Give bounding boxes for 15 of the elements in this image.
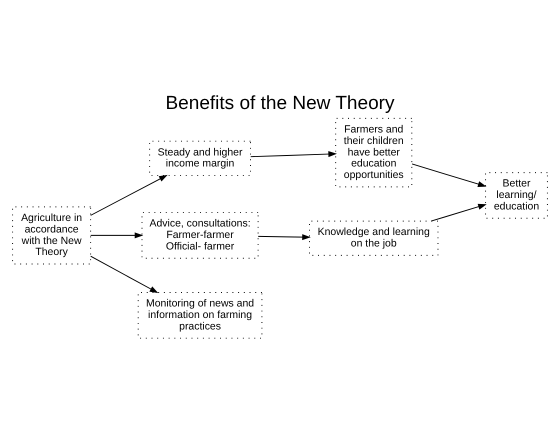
arrow xyxy=(90,232,144,238)
diagram-title: Benefits of the New Theory xyxy=(165,92,395,114)
arrow xyxy=(90,174,168,216)
node-box: Steady and higher income margin xyxy=(149,140,251,176)
arrow xyxy=(412,163,486,186)
arrow xyxy=(250,150,337,157)
node-box: Agriculture in accordance with the New Theory xyxy=(12,206,92,264)
node-box: Advice, consultations: Farmer-farmer Official- farmer xyxy=(142,212,259,258)
node-box: Knowledge and learning on the job xyxy=(309,220,438,256)
node-box: Farmers and their children have better education opportunities xyxy=(335,117,412,187)
arrow xyxy=(258,234,311,240)
node-box: Monitoring of news and information on farming practices xyxy=(138,292,262,338)
arrow xyxy=(430,203,487,222)
node-box: Better learning/ education xyxy=(485,172,548,218)
arrow xyxy=(90,255,158,293)
